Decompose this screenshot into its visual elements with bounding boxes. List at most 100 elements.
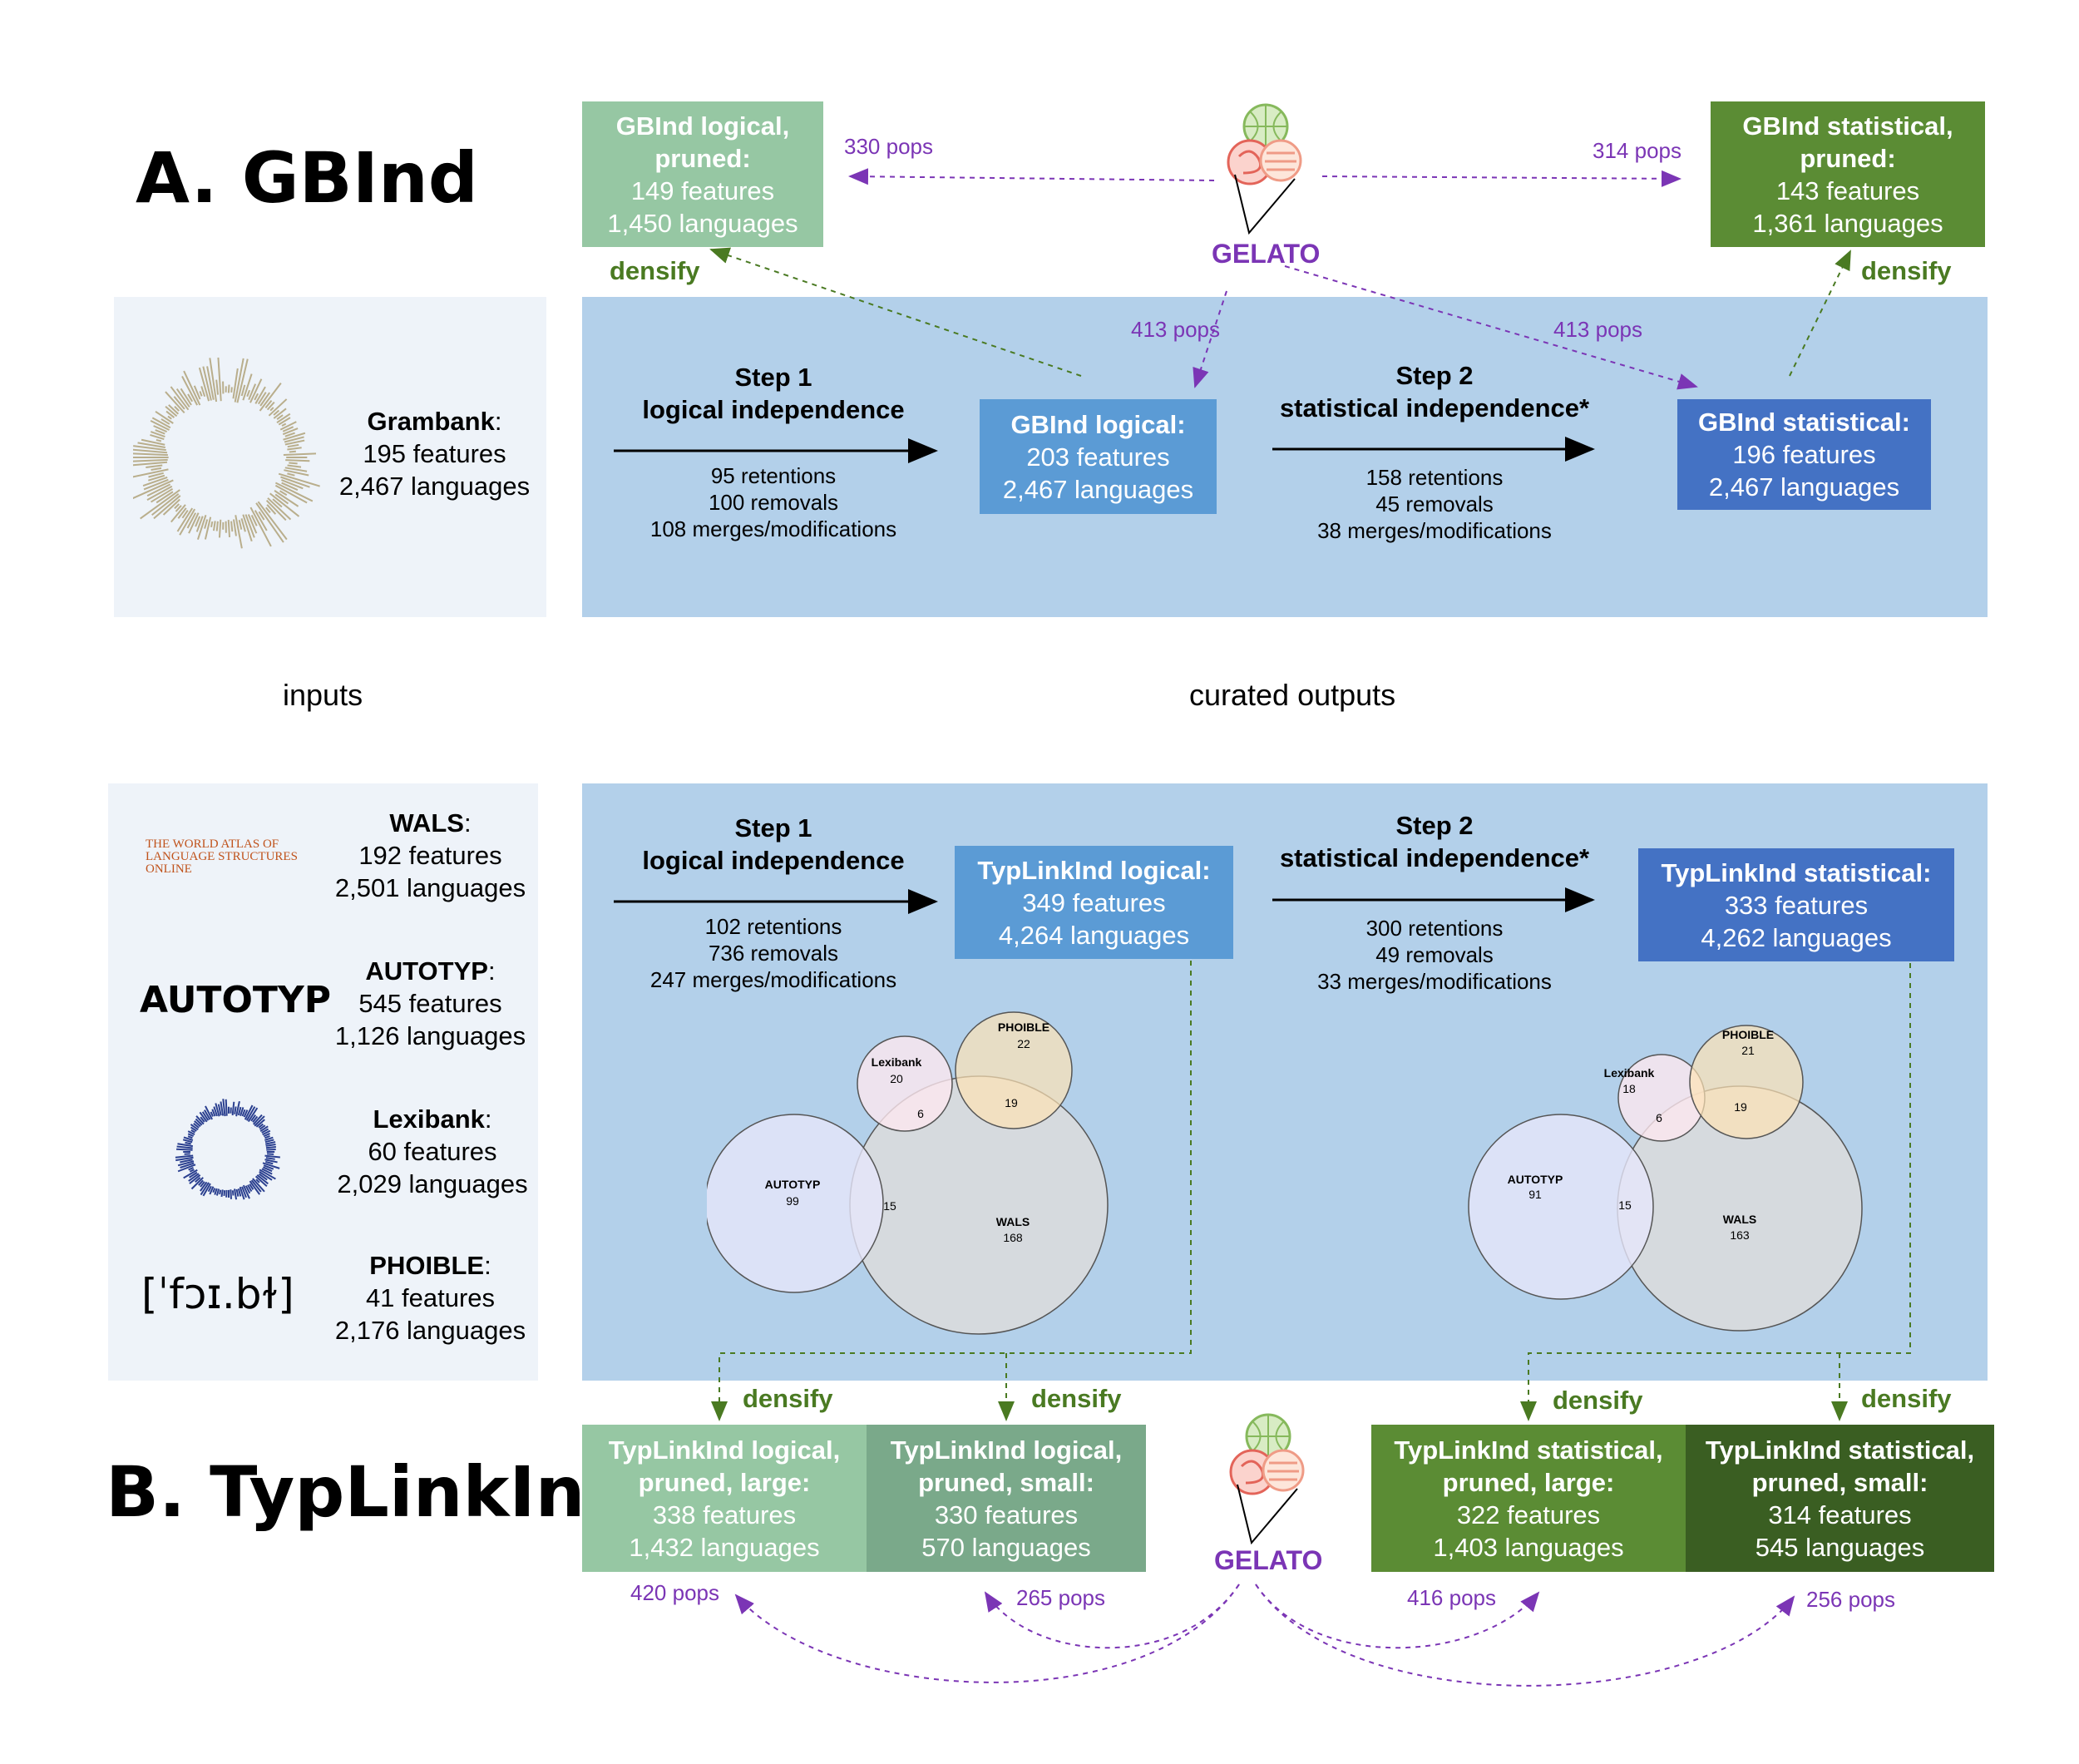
typlink-densify-statistical-large: densify — [1553, 1386, 1643, 1415]
logo-spike — [175, 1154, 194, 1159]
gbind-step1-removals: 100 removals — [708, 490, 839, 515]
typlink-logical-small-languages: 570 languages — [921, 1532, 1091, 1562]
logo-spike — [212, 521, 216, 531]
logo-spike — [266, 504, 277, 515]
logo-spike — [173, 396, 185, 410]
logo-spike — [210, 1111, 214, 1117]
gelato-label-a: GELATO — [1212, 239, 1321, 269]
logo-spike — [284, 439, 305, 446]
phoible-languages: 2,176 languages — [334, 1316, 526, 1345]
gbind-statistical-pruned-title1: GBInd statistical, — [1742, 111, 1953, 141]
logo-spike — [146, 483, 171, 497]
typlink-logical-large-title1: TypLinkInd logical, — [608, 1435, 841, 1465]
typlink-densify-logical-large: densify — [743, 1384, 833, 1413]
logo-spike — [265, 1157, 275, 1160]
gbind-logical-pruned-languages: 1,450 languages — [607, 208, 798, 238]
logo-spike — [265, 506, 271, 514]
venn-logical-phoible-wals: 19 — [1005, 1096, 1018, 1109]
logo-spike — [233, 519, 237, 536]
gbind-densify-statistical: densify — [1861, 256, 1952, 285]
logo-spike — [278, 417, 291, 426]
gbind-step2-subtitle: statistical independence* — [1279, 393, 1590, 422]
logo-spike — [153, 495, 181, 520]
gbind-logical-pruned-title1: GBInd logical, — [615, 111, 790, 141]
logo-spike — [195, 1118, 203, 1126]
typlink-statistical-small-title1: TypLinkInd statistical, — [1705, 1435, 1975, 1465]
logo-spike — [285, 459, 310, 462]
logo-spike — [276, 413, 291, 423]
gelato-b-arrow-statistical-small — [1255, 1584, 1795, 1687]
gbind-step2-removals: 45 removals — [1375, 492, 1494, 516]
logo-spike — [174, 405, 180, 412]
venn-statistical: PHOIBLE Lexibank AUTOTYP WALS 21 18 91 1… — [1468, 1025, 1863, 1332]
logo-spike — [264, 1159, 278, 1164]
venn-logical-autotyp-name: AUTOTYP — [765, 1178, 821, 1191]
logo-spike — [264, 1136, 274, 1141]
gelato-b-arrow-statistical-large — [1255, 1584, 1540, 1649]
logo-spike — [262, 1166, 273, 1173]
gelato-a-arrow-logical-pruned — [848, 168, 1215, 185]
logo-spike — [133, 448, 168, 454]
logo-spike — [242, 514, 253, 542]
typlink-step2-merges: 33 merges/modifications — [1317, 969, 1552, 994]
typlink-input-panel — [108, 783, 538, 1381]
logo-spike — [287, 443, 299, 448]
logo-spike — [150, 419, 170, 431]
typlink-statistical-small-title2: pruned, small: — [1751, 1467, 1928, 1497]
logo-spike — [209, 1186, 215, 1195]
logo-spike — [241, 1186, 247, 1198]
logo-spike — [245, 1106, 256, 1121]
logo-spike — [240, 1107, 244, 1117]
logo-spike — [187, 1133, 195, 1138]
venn-statistical-autotyp-circle — [1468, 1114, 1654, 1300]
logo-spike — [151, 493, 180, 516]
logo-spike — [200, 1181, 205, 1188]
logo-spike — [264, 1154, 280, 1159]
gbind-step1-subtitle: logical independence — [642, 395, 905, 424]
gelato-label-b: GELATO — [1214, 1545, 1323, 1575]
logo-spike — [133, 461, 168, 467]
logo-spike — [264, 400, 273, 409]
typlink-densify-logical-small: densify — [1031, 1384, 1122, 1413]
typlink-pops-statistical-large: 416 pops — [1407, 1585, 1496, 1610]
logo-spike — [234, 1188, 238, 1200]
logo-spike — [137, 442, 165, 448]
logo-spike — [264, 1139, 274, 1144]
typlink-statistical-large-features: 322 features — [1456, 1500, 1601, 1529]
logo-spike — [265, 1146, 276, 1149]
gbind-step1-header: Step 1 logical independence — [603, 361, 944, 426]
logo-spike — [254, 386, 266, 404]
gbind-statistical-pruned-languages: 1,361 languages — [1752, 208, 1943, 238]
logo-spike — [269, 407, 274, 412]
phoible-input-label: PHOIBLE: 41 features 2,176 languages — [324, 1249, 536, 1346]
grambank-features: 195 features — [363, 439, 506, 468]
typlink-logical-small-features: 330 features — [934, 1500, 1079, 1529]
logo-spike — [261, 1168, 273, 1175]
logo-spike — [195, 516, 201, 527]
wals-features: 192 features — [358, 841, 502, 870]
lexibank-name: Lexibank — [373, 1104, 485, 1134]
logo-spike — [148, 472, 164, 478]
logo-spike — [278, 472, 320, 487]
logo-spike — [215, 379, 220, 395]
typlink-step1-stats: 102 retentions 736 removals 247 merges/m… — [603, 913, 944, 993]
logo-spike — [231, 1190, 235, 1196]
logo-spike — [267, 497, 292, 521]
logo-spike — [155, 429, 165, 435]
gbind-densify-logical: densify — [610, 256, 700, 285]
logo-spike — [287, 447, 302, 451]
logo-spike — [259, 1125, 269, 1133]
logo-spike — [200, 1182, 210, 1196]
typlink-pops-statistical-small: 256 pops — [1806, 1587, 1895, 1612]
venn-logical-autotyp-circle — [707, 1114, 884, 1293]
logo-spike — [183, 370, 201, 406]
logo-spike — [210, 521, 214, 527]
logo-spike — [177, 1164, 196, 1173]
logo-spike — [225, 1099, 228, 1116]
logo-spike — [175, 1156, 194, 1162]
logo-spike — [237, 1188, 242, 1197]
typlink-statistical-large-languages: 1,403 languages — [1433, 1532, 1624, 1562]
logo-spike — [198, 1179, 204, 1186]
logo-spike — [258, 1123, 264, 1129]
logo-spike — [247, 1184, 253, 1193]
